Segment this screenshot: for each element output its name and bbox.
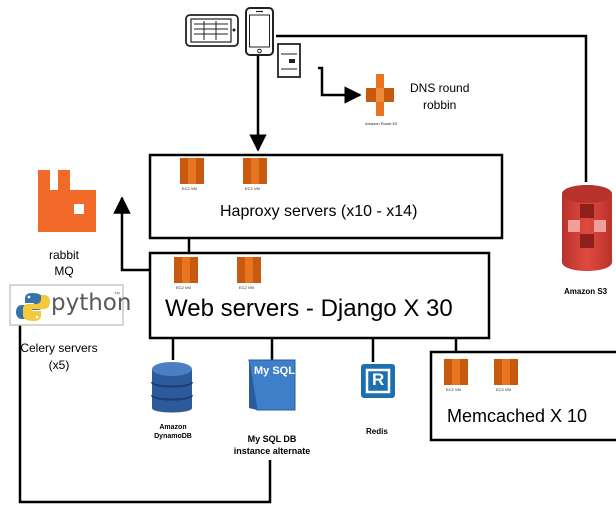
s3-caption: Amazon S3 [564,287,608,296]
python-logo [9,284,124,326]
memcached-title: Memcached X 10 [447,406,588,426]
python-trademark: ™ [114,292,120,298]
celery-caption-line: Celery servers [20,341,98,355]
route53-icon [366,74,394,116]
ec2-label: EC2 VM [245,186,260,191]
ec2-icon [494,359,518,385]
web-servers-title: Web servers - Django X 30 [165,295,453,322]
s3-icon [562,185,612,271]
haproxy-box [148,153,504,240]
connector-server-route53 [318,66,362,104]
ec2-label: EC2 VM [239,285,254,290]
rabbitmq-caption: rabbit MQ [40,247,88,279]
server-icon [277,43,301,78]
dynamodb-caption: Amazon DynamoDB [145,423,201,441]
dynamodb-icon [151,362,193,413]
dynamodb-caption-line: Amazon [159,424,187,431]
ec2-icon [180,158,204,184]
ec2-label: EC2 VM [496,387,511,392]
mysql-caption-line: My SQL DB [247,434,297,444]
dns-caption: DNS round robbin [410,80,469,114]
mysql-caption-line: instance alternate [233,446,311,456]
dynamodb-caption-line: DynamoDB [154,433,192,440]
celery-caption-line: (x5) [48,358,70,372]
rabbitmq-caption-line: rabbit [48,248,80,262]
ec2-icon [243,158,267,184]
mysql-logo-text: My SQL [254,365,295,377]
mysql-caption: My SQL DB instance alternate [224,433,320,457]
phone-icon [245,7,274,56]
redis-caption: Redis [366,427,388,436]
ec2-label: EC2 VM [176,285,191,290]
ec2-icon [237,257,261,283]
ec2-icon [444,359,468,385]
haproxy-title: Haproxy servers (x10 - x14) [220,203,418,220]
tablet-icon [185,14,239,47]
route53-label: Amazon Route 53 [364,121,398,126]
dns-caption-line: DNS round [410,81,470,95]
dns-caption-line: robbin [423,98,457,112]
ec2-label: EC2 VM [182,186,197,191]
connector-celery-mysql [18,325,272,504]
mysql-icon [248,359,296,411]
memcached-box [429,350,616,442]
redis-logo-text: R [372,370,385,389]
celery-caption: Celery servers (x5) [18,340,100,374]
ec2-label: EC2 VM [446,387,461,392]
rabbitmq-caption-line: MQ [54,264,74,278]
ec2-icon [174,257,198,283]
python-logo-text: python [51,290,132,316]
connector-phone-s3 [276,34,588,182]
rabbitmq-icon [38,170,96,232]
redis-icon [361,364,395,398]
web-servers-box [148,251,491,340]
